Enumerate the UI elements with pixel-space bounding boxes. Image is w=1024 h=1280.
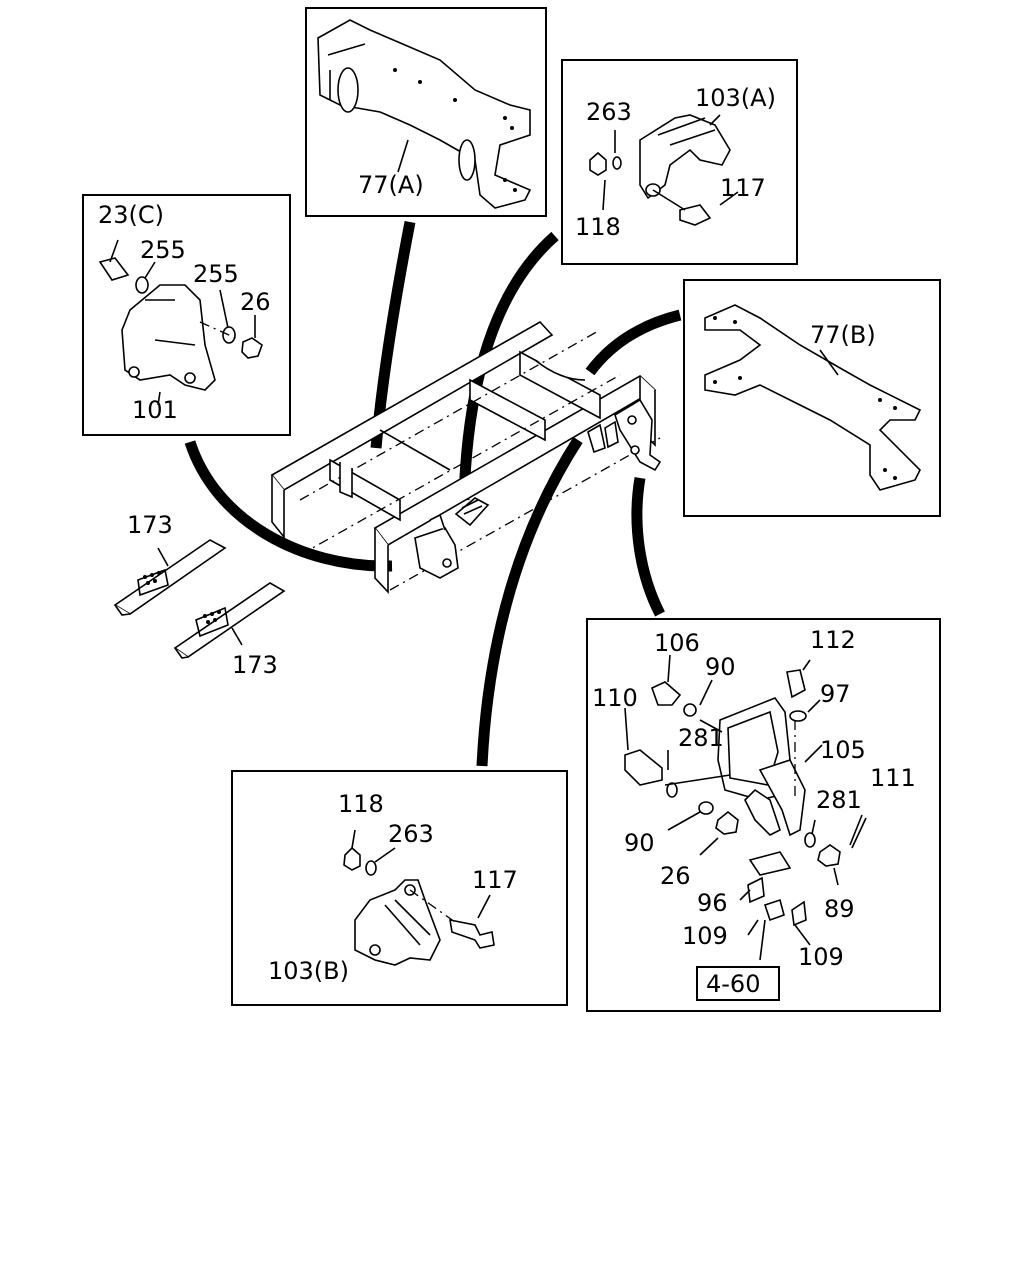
- label-23c: 23(C): [98, 201, 164, 229]
- side-rails-173: [113, 539, 286, 659]
- label-117a: 117: [720, 174, 766, 202]
- label-117b: 117: [472, 866, 518, 894]
- label-111: 111: [870, 764, 916, 792]
- box-101: [82, 194, 291, 436]
- label-255a: 255: [140, 236, 186, 264]
- label-109b: 109: [798, 943, 844, 971]
- label-ref: 4-60: [706, 970, 760, 998]
- label-97: 97: [820, 680, 851, 708]
- label-109a: 109: [682, 922, 728, 950]
- label-101: 101: [132, 396, 178, 424]
- curve-105: [631, 477, 665, 617]
- label-89: 89: [824, 895, 855, 923]
- label-281a: 281: [678, 724, 724, 752]
- label-112: 112: [810, 626, 856, 654]
- label-96: 96: [697, 889, 728, 917]
- label-173b: 173: [232, 651, 278, 679]
- box-105: [586, 618, 941, 1012]
- label-105: 105: [820, 736, 866, 764]
- label-77b: 77(B): [810, 321, 876, 349]
- curve-101: [184, 440, 393, 572]
- label-103b: 103(B): [268, 957, 349, 985]
- chassis-frame: [270, 320, 662, 595]
- label-281b: 281: [816, 786, 862, 814]
- ref-box-4-60: [696, 966, 780, 1001]
- curve-103b: [476, 437, 583, 767]
- label-118a: 118: [575, 213, 621, 241]
- curve-77b: [585, 309, 682, 376]
- curve-103a: [458, 231, 559, 501]
- label-90a: 90: [705, 653, 736, 681]
- label-173a: 173: [127, 511, 173, 539]
- label-26b: 26: [660, 862, 691, 890]
- box-103b: [231, 770, 568, 1006]
- part-labels: 77(A) 263 103(A) 117 118 23(C) 255 255 2…: [98, 84, 916, 998]
- box-103a: [561, 59, 798, 265]
- box-77a: [305, 7, 547, 217]
- label-255b: 255: [193, 260, 239, 288]
- label-110: 110: [592, 684, 638, 712]
- label-103a: 103(A): [695, 84, 776, 112]
- label-118b: 118: [338, 790, 384, 818]
- label-263a: 263: [586, 98, 632, 126]
- label-26a: 26: [240, 288, 271, 316]
- label-263b: 263: [388, 820, 434, 848]
- label-90b: 90: [624, 829, 655, 857]
- label-77a: 77(A): [358, 171, 424, 199]
- label-106: 106: [654, 629, 700, 657]
- box-77b: [683, 279, 941, 517]
